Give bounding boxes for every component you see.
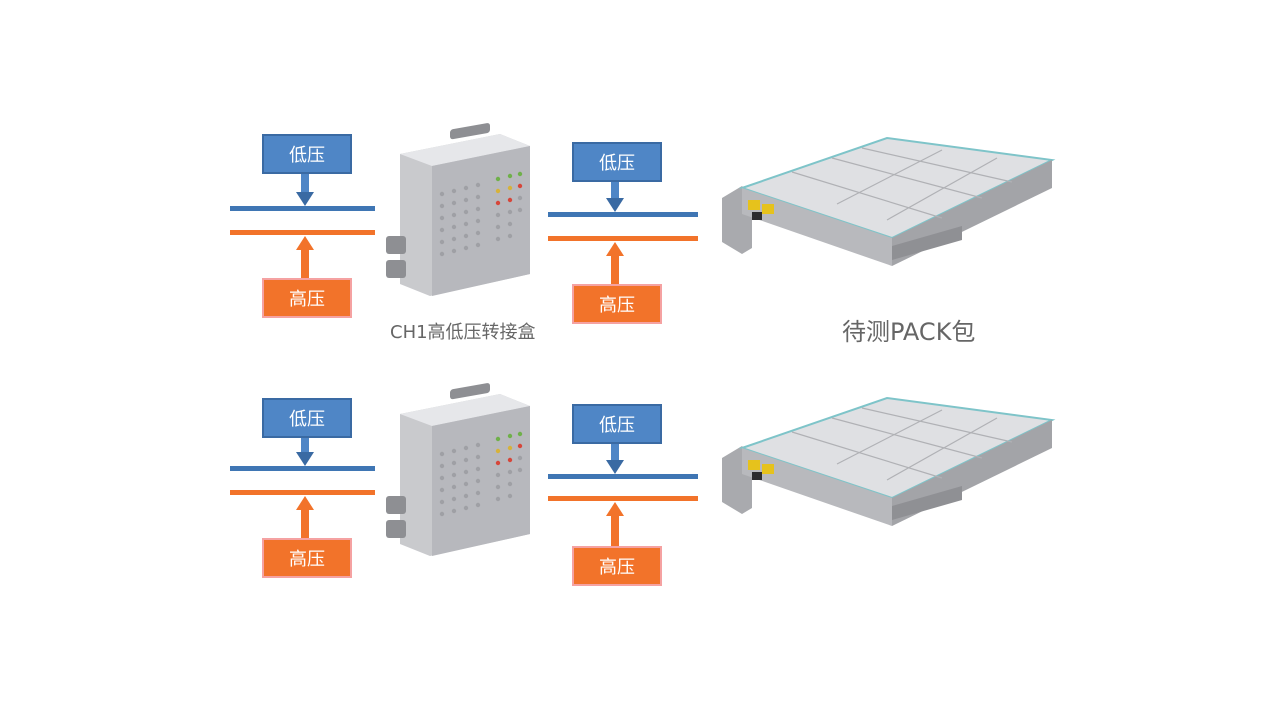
high-voltage-text: 高压	[289, 289, 325, 310]
low-arrow-stem-left	[301, 438, 309, 454]
low-voltage-line-right	[548, 212, 698, 217]
up-arrow-icon	[296, 236, 314, 250]
high-voltage-line-right	[548, 236, 698, 241]
high-voltage-text: 高压	[599, 557, 635, 578]
low-voltage-text: 低压	[599, 153, 635, 174]
high-arrow-stem-right	[611, 516, 619, 546]
high-voltage-line-left	[230, 230, 375, 235]
down-arrow-icon	[296, 452, 314, 466]
low-voltage-label-left: 低压	[262, 134, 352, 174]
low-voltage-label-right: 低压	[572, 142, 662, 182]
junction-box-caption: CH1高低压转接盒	[390, 322, 536, 343]
high-arrow-stem-right	[611, 256, 619, 286]
junction-box-image	[386, 383, 530, 556]
up-arrow-icon	[606, 242, 624, 256]
low-arrow-stem-right	[611, 182, 619, 198]
up-arrow-icon	[296, 496, 314, 510]
down-arrow-icon	[606, 198, 624, 212]
pack-caption: 待测PACK包	[842, 318, 976, 346]
low-arrow-stem-left	[301, 174, 309, 194]
high-voltage-label-right: 高压	[572, 546, 662, 586]
low-voltage-label-right: 低压	[572, 404, 662, 444]
high-voltage-text: 高压	[289, 549, 325, 570]
high-voltage-line-right	[548, 496, 698, 501]
low-voltage-text: 低压	[599, 415, 635, 436]
low-voltage-text: 低压	[289, 145, 325, 166]
low-voltage-line-right	[548, 474, 698, 479]
low-voltage-line-left	[230, 206, 375, 211]
high-voltage-label-left: 高压	[262, 278, 352, 318]
low-voltage-label-left: 低压	[262, 398, 352, 438]
down-arrow-icon	[296, 192, 314, 206]
high-voltage-text: 高压	[599, 295, 635, 316]
diagram-row-2: 低压 高压 低压 高压	[0, 380, 1280, 620]
low-arrow-stem-right	[611, 444, 619, 460]
junction-box-image	[386, 123, 530, 296]
high-voltage-label-left: 高压	[262, 538, 352, 578]
high-arrow-stem-left	[301, 250, 309, 280]
low-voltage-line-left	[230, 466, 375, 471]
low-voltage-text: 低压	[289, 409, 325, 430]
battery-pack-image	[722, 396, 1056, 526]
diagram-row-1: 低压 高压 低压 高压	[0, 120, 1280, 360]
high-voltage-line-left	[230, 490, 375, 495]
up-arrow-icon	[606, 502, 624, 516]
high-voltage-label-right: 高压	[572, 284, 662, 324]
battery-pack-image	[722, 136, 1056, 266]
down-arrow-icon	[606, 460, 624, 474]
high-arrow-stem-left	[301, 510, 309, 540]
